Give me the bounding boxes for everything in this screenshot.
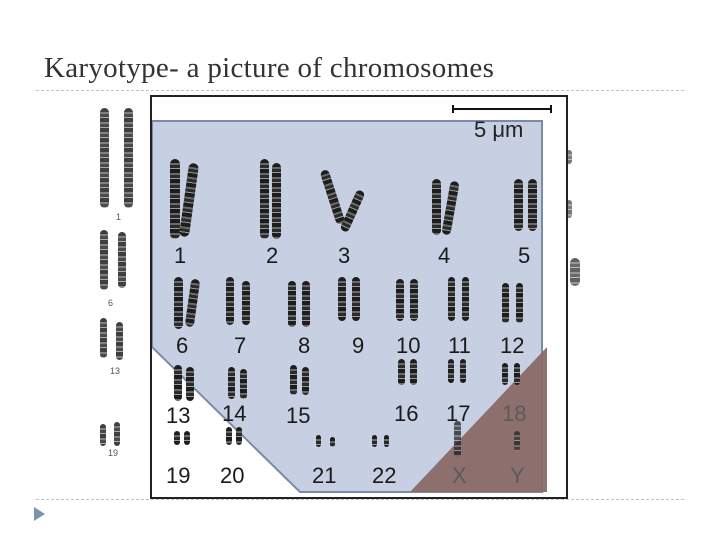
chromosome-label-10: 10 — [396, 333, 421, 358]
chromosome-19a — [174, 431, 180, 445]
bg-chromosome — [116, 322, 123, 360]
chromosome-11b — [462, 277, 469, 321]
title-divider — [36, 90, 684, 91]
chromosome-22a — [372, 435, 377, 447]
chromosome-20a — [226, 427, 232, 445]
chromosome-8a — [288, 281, 296, 327]
bg-chromosome — [570, 258, 580, 286]
chromosome-label-17: 17 — [446, 401, 471, 426]
chromosome-7a — [226, 277, 234, 325]
bg-label: 1 — [116, 212, 122, 222]
chromosome-5b — [528, 179, 537, 231]
chromosome-label-22: 22 — [372, 463, 397, 488]
chromosome-label-5: 5 — [518, 243, 531, 268]
chromosome-9b — [352, 277, 360, 321]
chromosome-y — [514, 431, 520, 451]
chromosome-21a — [316, 435, 321, 447]
chromosome-label-14: 14 — [222, 401, 247, 426]
chromosome-label-2: 2 — [266, 243, 279, 268]
chromosome-14b — [240, 369, 247, 399]
chromosome-label-y: Y — [510, 463, 525, 488]
chromosome-label-18: 18 — [502, 401, 527, 426]
chromosome-16a — [398, 359, 405, 385]
chromosome-6a — [174, 277, 183, 329]
chromosome-17b — [460, 359, 466, 383]
chromosome-10b — [410, 279, 418, 321]
bg-chromosome — [566, 200, 572, 218]
chromosome-label-12: 12 — [500, 333, 525, 358]
chromosome-18a — [502, 363, 508, 385]
chromosome-10a — [396, 279, 404, 321]
chromosome-16b — [410, 359, 417, 385]
bg-label: 19 — [108, 448, 119, 458]
chromosome-15b — [302, 367, 309, 395]
chromosome-15a — [290, 365, 297, 395]
chromosome-label-6: 6 — [176, 333, 189, 358]
bg-label: 6 — [108, 298, 114, 308]
chromosome-2b — [272, 163, 281, 239]
chromosome-7b — [242, 281, 250, 325]
bg-chromosome — [566, 150, 572, 164]
bg-chromosome — [100, 230, 108, 290]
chromosome-13b — [186, 367, 194, 401]
brown-sex-chromosome-region — [410, 347, 547, 492]
chromosome-12a — [502, 283, 509, 323]
chromosome-5a — [514, 179, 523, 231]
chromosome-x — [454, 421, 461, 457]
bg-chromosome — [100, 318, 107, 358]
chromosome-label-3: 3 — [338, 243, 351, 268]
chromosome-13a — [174, 365, 182, 401]
chromosome-label-13: 13 — [166, 403, 191, 428]
chromosome-label-15: 15 — [286, 403, 311, 428]
chromosome-12b — [516, 283, 523, 323]
bg-chromosome — [100, 424, 106, 446]
chromosome-label-19: 19 — [166, 463, 191, 488]
chromosome-label-9: 9 — [352, 333, 365, 358]
chromosome-label-20: 20 — [220, 463, 245, 488]
bg-chromosome — [124, 108, 133, 208]
chromosome-14a — [228, 367, 235, 399]
chromosome-label-4: 4 — [438, 243, 451, 268]
chromosome-label-16: 16 — [394, 401, 419, 426]
bg-chromosome — [100, 108, 109, 208]
chromosome-label-11: 11 — [448, 333, 471, 358]
scale-bar — [452, 105, 552, 113]
slide-title: Karyotype- a picture of chromosomes — [44, 52, 495, 84]
scale-label: 5 μm — [474, 117, 524, 142]
chromosome-label-8: 8 — [298, 333, 311, 358]
chromosome-4a — [432, 179, 441, 235]
chromosome-label-21: 21 — [312, 463, 337, 488]
chromosome-22b — [384, 435, 389, 447]
chromosome-2a — [260, 159, 269, 239]
chromosome-1a — [170, 159, 180, 239]
bg-chromosome — [118, 232, 126, 288]
chromosome-18b — [514, 363, 520, 385]
chromosome-8b — [302, 281, 310, 327]
karyotype-figure: 5 μm 1 2 3 4 5 6 7 8 9 — [150, 95, 568, 499]
chromosome-17a — [448, 359, 454, 383]
bullet-arrow-icon — [34, 507, 45, 521]
bg-chromosome — [114, 422, 120, 446]
chromosome-label-x: X — [452, 463, 467, 488]
chromosome-19b — [184, 431, 190, 445]
chromosome-21b — [330, 437, 335, 447]
chromosome-11a — [448, 277, 455, 321]
footer-divider — [36, 499, 684, 500]
chromosome-label-7: 7 — [234, 333, 247, 358]
chromosome-9a — [338, 277, 346, 321]
bg-label: 13 — [110, 366, 121, 376]
chromosome-20b — [236, 427, 242, 445]
chromosome-label-1: 1 — [174, 243, 187, 268]
